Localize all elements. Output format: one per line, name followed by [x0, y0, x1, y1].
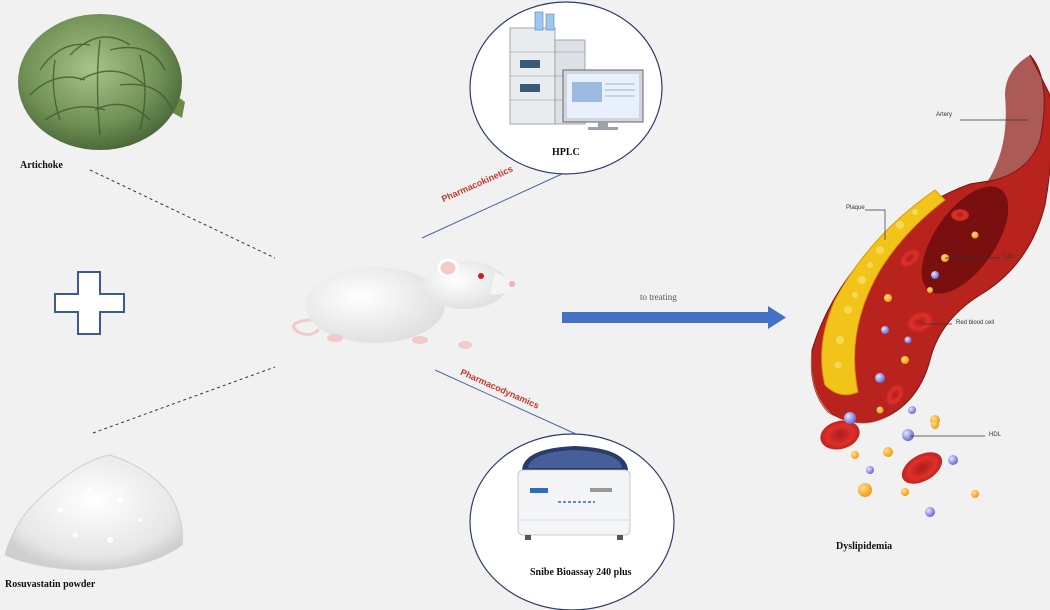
- to-treating-arrow: [562, 306, 786, 329]
- ldl-label: LDL: [1004, 254, 1016, 260]
- red-blood-cells: [820, 209, 969, 484]
- hplc-panel: [469, 1, 663, 175]
- plaque-label: Plaque: [846, 205, 865, 211]
- rat-icon: [292, 258, 515, 349]
- bioassay-panel: [469, 433, 675, 610]
- ldl-particles: [851, 231, 979, 498]
- biochemistry-analyzer-icon: [517, 446, 631, 540]
- hplc-label: HPLC: [552, 147, 580, 158]
- to-treating-label: to treating: [640, 292, 677, 302]
- rosuvastatin-label: Rosuvastatin powder: [5, 579, 96, 590]
- hdl-label: HDL: [989, 432, 1002, 438]
- bioassay-label: Snibe Bioassay 240 plus: [530, 567, 632, 578]
- plus-icon: [54, 271, 125, 335]
- artichoke-label: Artichoke: [20, 160, 63, 171]
- powder-pile-icon: [4, 454, 183, 571]
- pharmacodynamics-connector: [434, 369, 579, 436]
- hdl-particles: [844, 271, 958, 517]
- rbc-label: Red blood cell: [956, 320, 995, 326]
- artery-icon: [810, 54, 1050, 517]
- plaque-leader: [865, 209, 886, 240]
- artichoke-connector: [89, 169, 276, 259]
- hplc-instrument-icon: [509, 11, 644, 130]
- artery-label: Artery: [936, 112, 953, 118]
- artichoke-icon: [18, 14, 185, 150]
- powder-connector: [92, 366, 276, 434]
- pharmacokinetics-connector: [421, 167, 576, 239]
- dyslipidemia-label: Dyslipidemia: [836, 541, 893, 552]
